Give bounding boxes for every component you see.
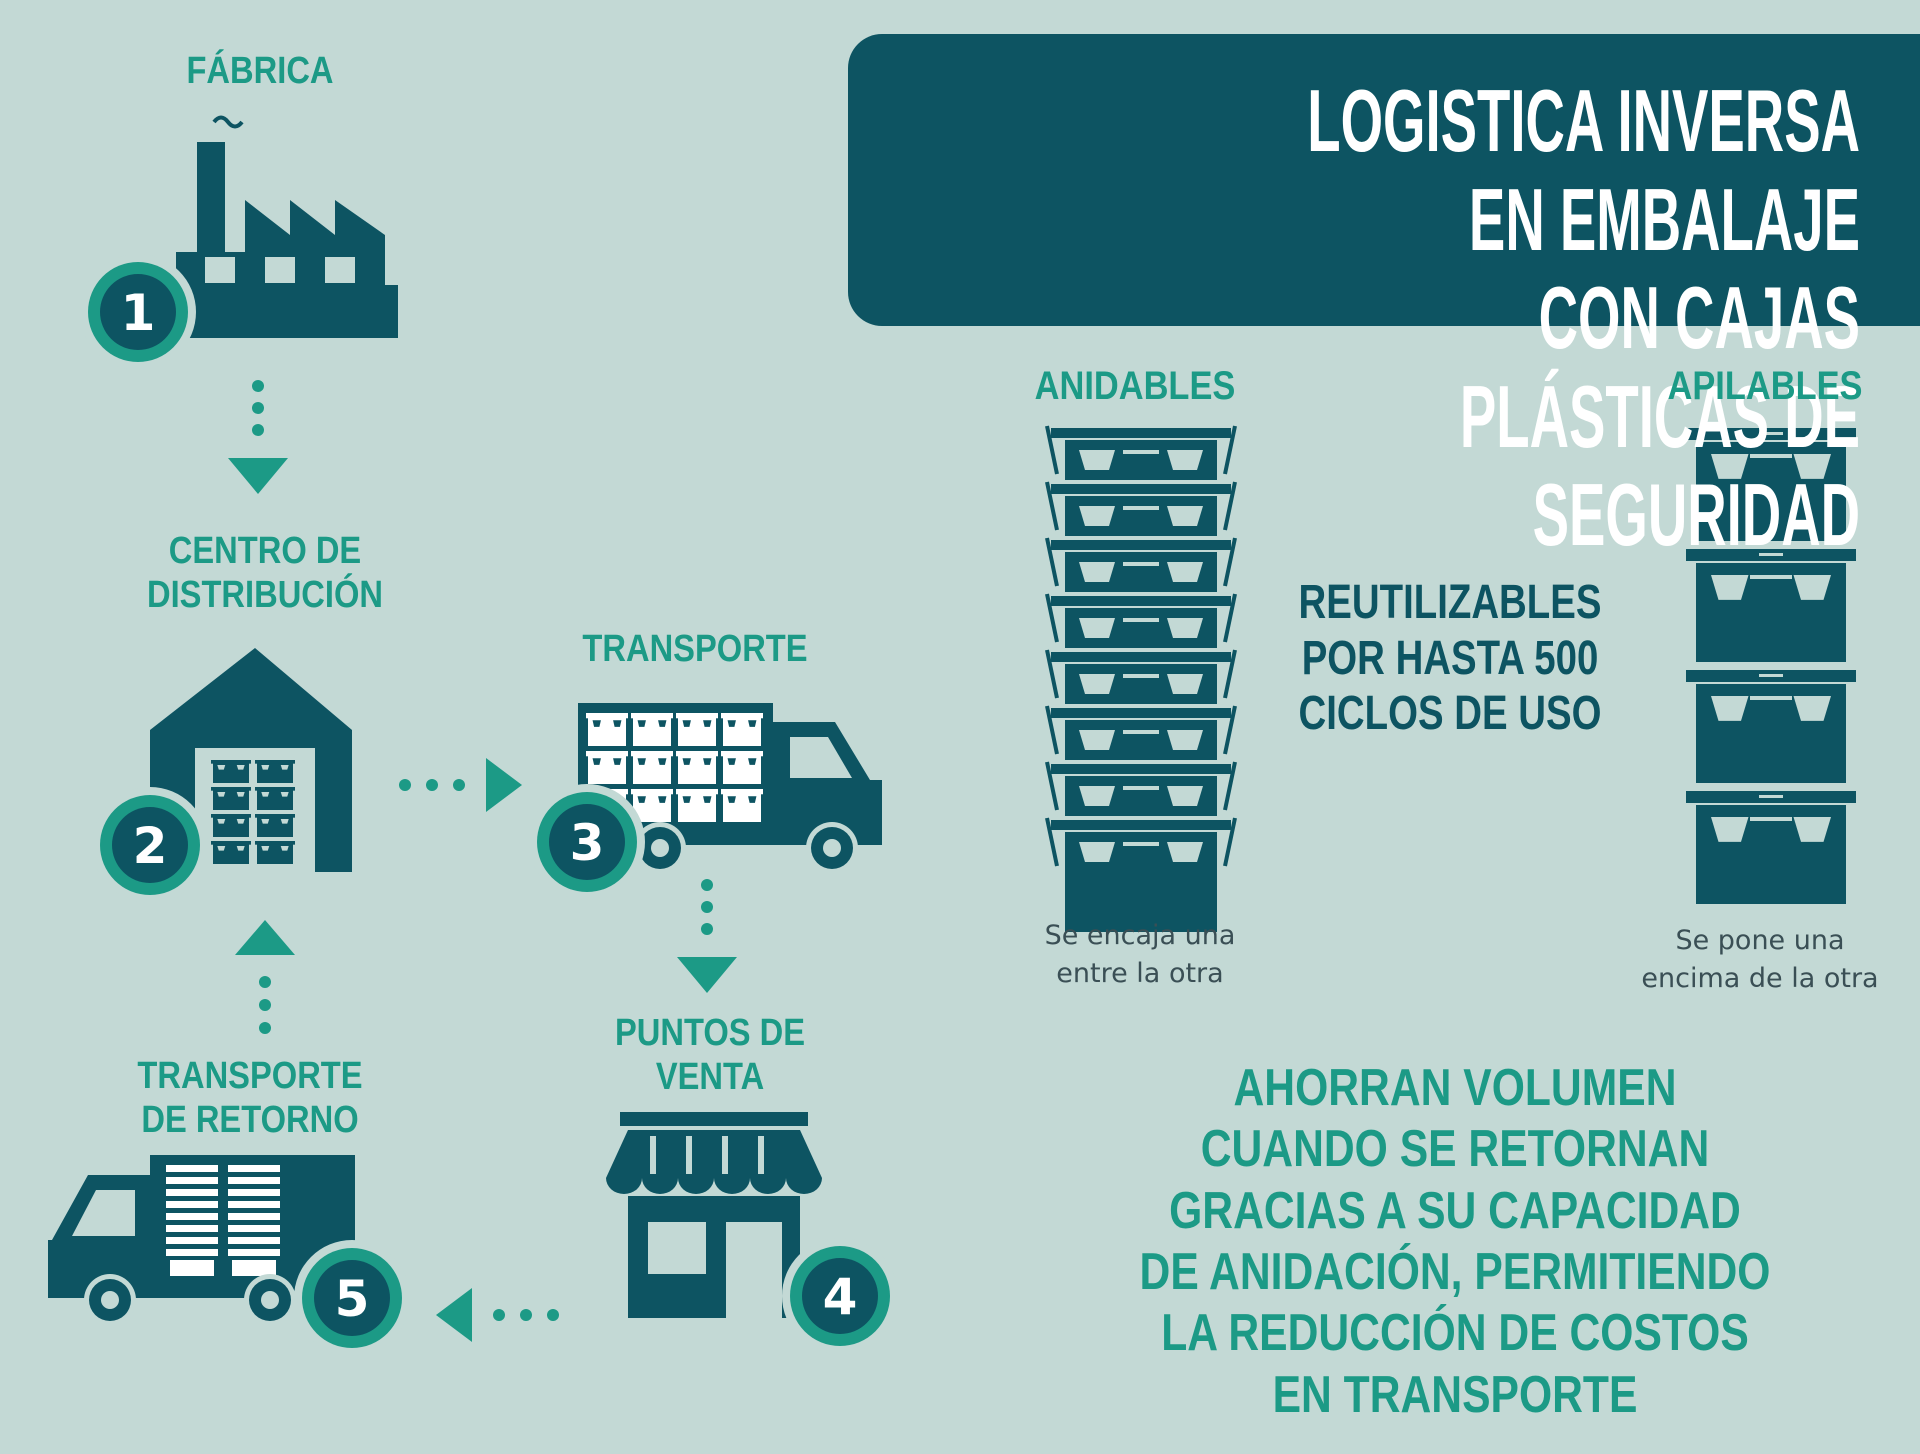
reuse-text: REUTILIZABLES POR HASTA 500 CICLOS DE US… xyxy=(1298,576,1602,741)
crate xyxy=(255,814,295,837)
nested-crate-rim xyxy=(166,1249,218,1256)
crate xyxy=(211,787,251,810)
page-title: LOGISTICA INVERSA EN EMBALAJE CON CAJAS … xyxy=(1240,71,1860,565)
crate xyxy=(211,760,251,783)
crate xyxy=(211,814,251,837)
nestable-label: ANIDABLES xyxy=(1034,364,1236,408)
step-2-label: CENTRO DE DISTRIBUCIÓN xyxy=(146,530,384,616)
nested-crate-base xyxy=(232,1260,276,1276)
crate xyxy=(255,841,295,864)
title-banner: LOGISTICA INVERSA EN EMBALAJE CON CAJAS … xyxy=(848,34,1920,564)
step-badge-1: 1 xyxy=(80,254,196,370)
truck-icon xyxy=(578,703,882,874)
nested-crate-rim xyxy=(166,1225,218,1232)
nested-crate-base xyxy=(170,1260,214,1276)
nested-crate xyxy=(1045,649,1237,704)
crate xyxy=(1686,428,1856,541)
step-5-label: TRANSPORTE DE RETORNO xyxy=(137,1055,363,1141)
step-5-number: 5 xyxy=(335,1270,370,1328)
nested-crate xyxy=(1045,761,1237,816)
step-1-number: 1 xyxy=(121,284,156,342)
crate xyxy=(586,713,628,746)
step-1-label: FÁBRICA xyxy=(186,50,334,92)
nested-crate-rim xyxy=(228,1165,280,1172)
crate xyxy=(255,760,295,783)
crate xyxy=(631,751,673,784)
nested-crate xyxy=(1045,425,1237,480)
crate xyxy=(631,789,673,822)
step-2-number: 2 xyxy=(133,817,168,875)
nested-crate-rim xyxy=(166,1201,218,1208)
title-line-1: LOGISTICA INVERSA EN EMBALAJE xyxy=(1307,71,1860,269)
stackable-caption: Se pone una encima de la otra xyxy=(1641,925,1879,994)
crate xyxy=(211,841,251,864)
step-badge-5: 5 xyxy=(294,1240,410,1356)
return-truck-crates xyxy=(166,1165,280,1276)
nested-crate-rim xyxy=(166,1165,218,1172)
nested-crate-rim xyxy=(166,1177,218,1184)
arrow-sales-to-return xyxy=(436,1288,559,1342)
arrow-transport-to-sales xyxy=(677,879,737,993)
warehouse-icon xyxy=(150,648,352,872)
arrow-return-to-distribution xyxy=(235,920,295,1034)
nested-crate-rim xyxy=(166,1189,218,1196)
nestable-crate-stack xyxy=(1045,425,1237,932)
factory-icon xyxy=(176,115,398,338)
step-badge-3: 3 xyxy=(529,784,645,900)
nested-crate-rim xyxy=(228,1225,280,1232)
step-4-label: PUNTOS DE VENTA xyxy=(614,1012,806,1098)
nested-crate-rim xyxy=(166,1237,218,1244)
nested-crate-rim xyxy=(228,1177,280,1184)
crate xyxy=(676,713,718,746)
arrow-factory-to-distribution xyxy=(228,380,288,494)
title-line-2: CON CAJAS PLÁSTICAS DE SEGURIDAD xyxy=(1459,268,1860,565)
crate xyxy=(1686,549,1856,662)
step-3-label: TRANSPORTE xyxy=(582,628,808,670)
crate xyxy=(676,789,718,822)
nested-crate-rim xyxy=(228,1189,280,1196)
crate xyxy=(1686,791,1856,904)
nestable-caption: Se encaja una entre la otra xyxy=(1044,920,1236,989)
crate xyxy=(631,713,673,746)
nested-crate-rim xyxy=(228,1249,280,1256)
crate xyxy=(721,713,763,746)
nested-crate-rim xyxy=(166,1213,218,1220)
return-truck-icon xyxy=(48,1155,358,1326)
crate xyxy=(721,789,763,822)
nested-crate xyxy=(1045,537,1237,592)
crate xyxy=(721,751,763,784)
nested-crate xyxy=(1045,593,1237,648)
stackable-crate-stack xyxy=(1686,428,1856,904)
nested-crate-rim xyxy=(228,1237,280,1244)
step-badge-4: 4 xyxy=(782,1238,898,1354)
stackable-label: APILABLES xyxy=(1667,364,1863,408)
nested-crate-rim xyxy=(228,1213,280,1220)
arrow-distribution-to-transport xyxy=(399,758,522,812)
crate xyxy=(586,751,628,784)
warehouse-crates xyxy=(211,760,295,864)
nested-crate xyxy=(1045,481,1237,536)
step-badge-2: 2 xyxy=(92,787,208,903)
crate xyxy=(255,787,295,810)
step-3-number: 3 xyxy=(570,814,605,872)
crate xyxy=(1686,670,1856,783)
nested-crate xyxy=(1045,705,1237,760)
step-4-number: 4 xyxy=(823,1268,858,1326)
crate xyxy=(676,751,718,784)
nested-crate-rim xyxy=(228,1201,280,1208)
savings-text: AHORRAN VOLUMEN CUANDO SE RETORNAN GRACI… xyxy=(1139,1059,1771,1424)
store-icon xyxy=(606,1112,822,1318)
nested-crate xyxy=(1045,817,1237,932)
